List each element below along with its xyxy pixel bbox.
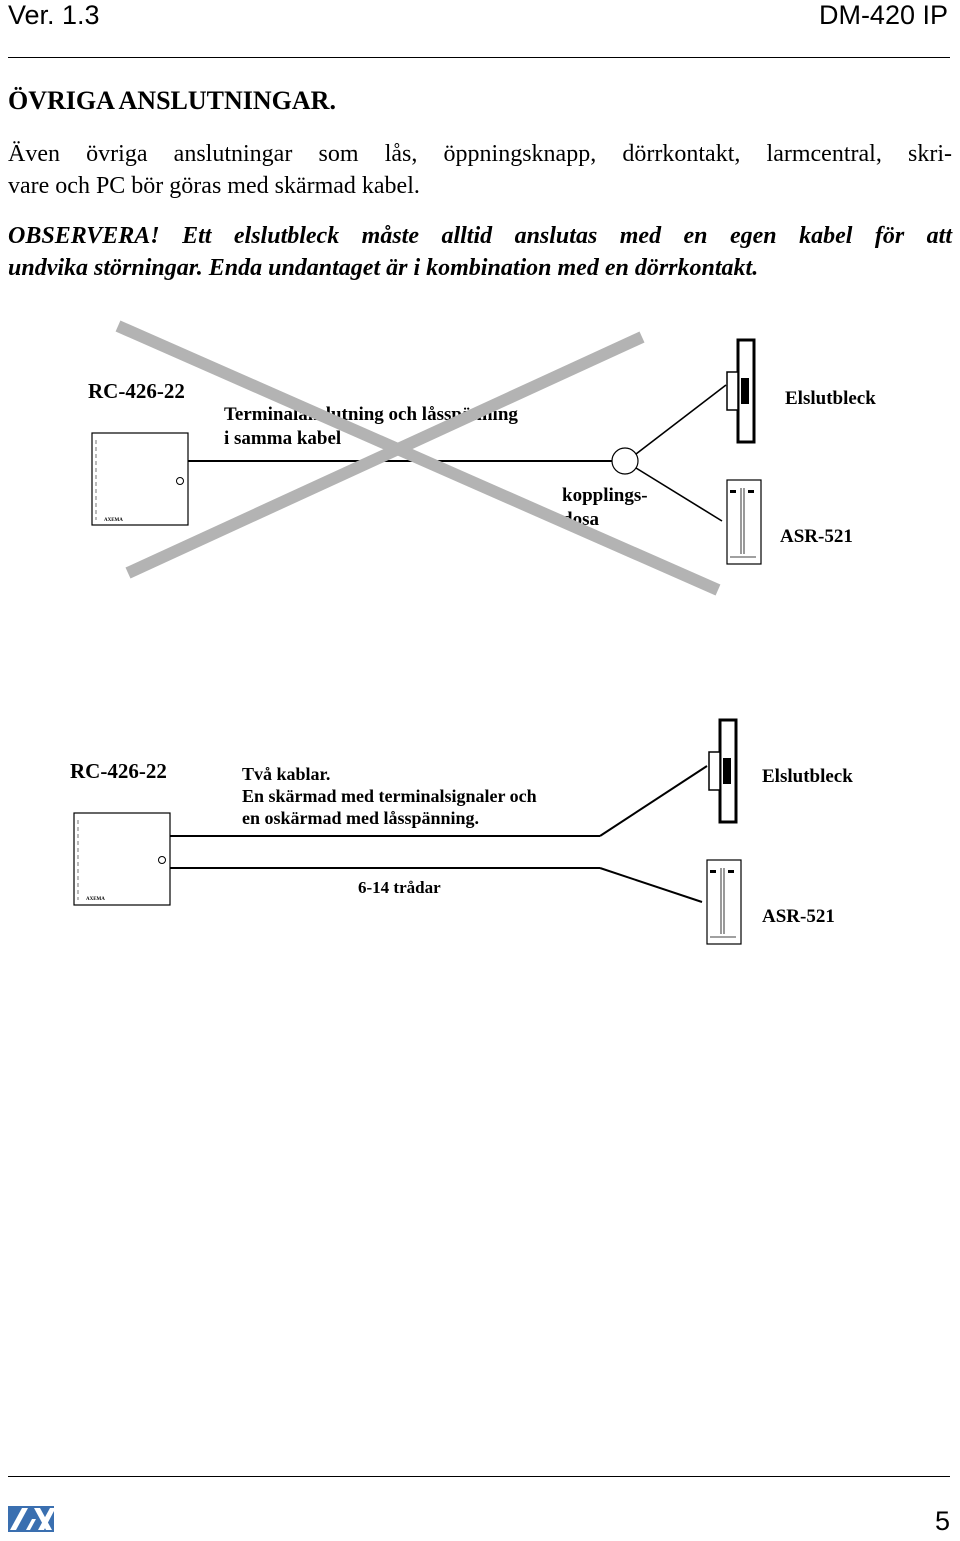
controller-box-2: AXEMA — [73, 812, 171, 906]
warning-line-2: undvika störningar. Enda undantaget är i… — [8, 255, 759, 281]
header-rule — [8, 57, 950, 58]
page-number: 5 — [934, 1506, 950, 1536]
footer-rule — [8, 1476, 950, 1477]
reader-label-1: ASR-521 — [780, 526, 853, 547]
reader-label-2: ASR-521 — [762, 906, 835, 927]
company-logo-icon — [8, 1506, 54, 1532]
intro-line-2: vare och PC bör göras med skärmad kabel. — [8, 173, 420, 199]
warning-paragraph: OBSERVERA! Ett elslutbleck måste alltid … — [8, 220, 952, 284]
cross-out-mark — [115, 320, 721, 596]
diagram-correct: AXEMA RC-426-22 Två kablar. En skärmad m… — [70, 718, 853, 945]
lock-label-2: Elslutbleck — [762, 766, 853, 787]
version-label: Ver. 1.3 — [8, 0, 100, 30]
section-title: ÖVRIGA ANSLUTNINGAR. — [8, 86, 336, 115]
electric-strike-icon-2 — [708, 718, 738, 824]
intro-line-1: Även övriga anslutningar som lås, öppnin… — [8, 141, 952, 167]
diagram-incorrect: AXEMA RC-426-22 Terminalanslutning och l… — [88, 320, 876, 596]
junction-label-a: kopplings- — [562, 485, 648, 506]
controller-box-1: AXEMA — [91, 432, 189, 526]
product-name: DM-420 IP — [818, 0, 948, 30]
controller-brand-2: AXEMA — [86, 897, 105, 902]
electric-strike-icon — [726, 338, 756, 444]
wires-label: 6-14 trådar — [358, 878, 441, 897]
cable-label-2b: En skärmad med terminalsignaler och — [242, 786, 537, 806]
cable-label-1b: i samma kabel — [224, 428, 341, 449]
controller-label-2: RC-426-22 — [70, 759, 167, 783]
card-reader-icon-2 — [706, 859, 742, 945]
controller-brand-1: AXEMA — [104, 518, 123, 523]
intro-paragraph: Även övriga anslutningar som lås, öppnin… — [8, 138, 952, 202]
warning-line-1: OBSERVERA! Ett elslutbleck måste alltid … — [8, 223, 952, 249]
lock-label-1: Elslutbleck — [785, 388, 876, 409]
card-reader-icon — [726, 479, 762, 565]
wiring-diagrams: AXEMA RC-426-22 Terminalanslutning och l… — [70, 320, 876, 945]
controller-label-1: RC-426-22 — [88, 379, 185, 403]
cable-label-2c: en oskärmad med låsspänning. — [242, 808, 479, 828]
junction-box — [611, 447, 639, 475]
cable-label-2a: Två kablar. — [242, 764, 330, 784]
